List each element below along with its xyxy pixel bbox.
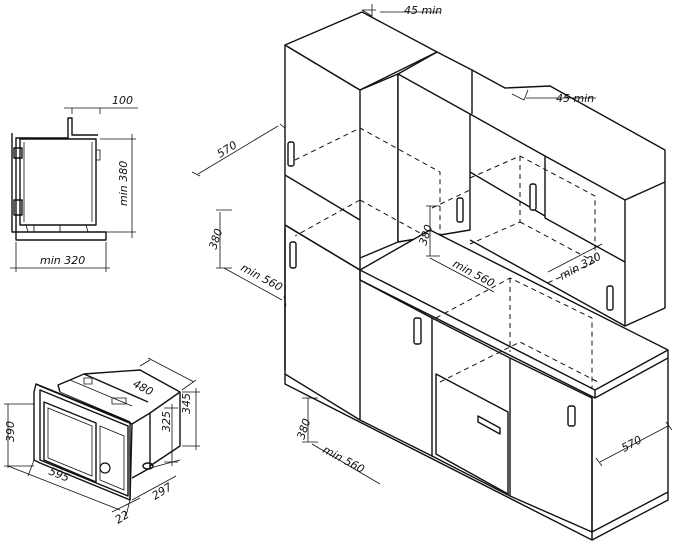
dim-microwave-inner-height: 325 <box>160 411 173 432</box>
dim-gap-top-right: 45 min <box>556 92 594 105</box>
dim-mid-niche-height: 380 <box>416 223 435 247</box>
dim-upper-depth: 570 <box>215 138 240 160</box>
control-knob-icon <box>99 462 111 474</box>
dim-microwave-side-height: 345 <box>180 393 193 414</box>
dim-gap-top-left: 45 min <box>404 4 442 17</box>
dim-microwave-inner-depth: 297 <box>150 480 175 502</box>
dim-lower-niche-depth: min 560 <box>321 443 367 476</box>
dim-front-clearance: 100 <box>112 94 133 107</box>
dim-front-width: min 320 <box>40 254 85 267</box>
dim-upper-niche-height: 380 <box>206 227 225 251</box>
dim-lower-depth: 570 <box>619 433 644 454</box>
dim-microwave-width: 595 <box>47 465 71 485</box>
dim-microwave-frame-depth: 22 <box>113 508 132 526</box>
dim-lower-niche-height: 380 <box>294 417 313 441</box>
side-view: 100 min 380 min 320 <box>10 94 138 272</box>
kitchen-units: 45 min 45 min 570 380 min 560 380 min 56… <box>191 4 673 541</box>
dim-front-height: min 380 <box>117 161 130 206</box>
dim-microwave-height: 390 <box>4 421 17 442</box>
microwave-isometric: 480 345 325 390 595 297 22 <box>4 357 200 527</box>
